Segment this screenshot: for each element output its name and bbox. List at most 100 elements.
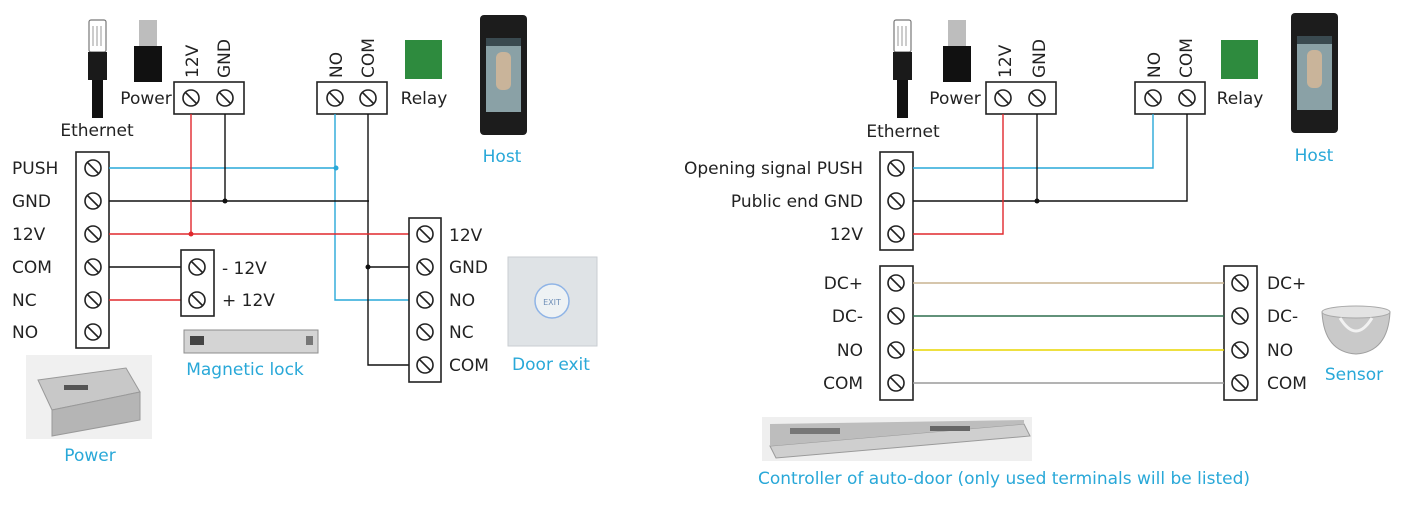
- ethernet-label: Ethernet: [866, 122, 940, 142]
- host-caption: Host: [483, 147, 522, 167]
- screw-icon: [994, 89, 1012, 107]
- right-wires: [913, 114, 1224, 384]
- terminal-label-nc: NC: [12, 291, 37, 311]
- left-wiring-diagram: Ethernet Power 12V GND NO COM Relay Host: [12, 15, 598, 466]
- screw-icon: [1144, 89, 1162, 107]
- door-exit-button-icon: EXIT: [507, 256, 598, 347]
- top-terminal-label-gnd: GND: [1030, 39, 1050, 78]
- screw-icon: [416, 258, 434, 276]
- exit-terminal-label-com: COM: [449, 356, 489, 376]
- screw-icon: [84, 225, 102, 243]
- auto-door-controller-caption: Controller of auto-door (only used termi…: [758, 469, 1250, 489]
- power-plug-icon: [943, 20, 971, 82]
- exit-terminal-label-12v: 12V: [449, 226, 483, 246]
- exit-terminal-label-no: NO: [449, 291, 475, 311]
- screw-icon: [1178, 89, 1196, 107]
- sensor-label-dc-plus: DC+: [1267, 274, 1306, 294]
- terminal-label-public-end-gnd: Public end GND: [731, 192, 863, 212]
- sensor-label-no: NO: [1267, 341, 1293, 361]
- screw-icon: [887, 192, 905, 210]
- screw-icon: [84, 159, 102, 177]
- relay-terminal-label-com: COM: [1177, 38, 1197, 78]
- relay-terminal-label-no: NO: [1145, 52, 1165, 78]
- lock-terminal-label-plus: + 12V: [222, 291, 275, 311]
- screw-icon: [887, 374, 905, 392]
- controller-label-dc-minus: DC-: [832, 307, 863, 327]
- sensor-caption: Sensor: [1325, 365, 1383, 385]
- terminal-label-no: NO: [12, 323, 38, 343]
- controller-label-com: COM: [823, 374, 863, 394]
- terminal-label-opening-signal-push: Opening signal PUSH: [684, 159, 863, 179]
- ethernet-label: Ethernet: [60, 121, 134, 141]
- exit-button-text: EXIT: [543, 298, 561, 307]
- screw-icon: [359, 89, 377, 107]
- sensor-label-dc-minus: DC-: [1267, 307, 1298, 327]
- ethernet-connector-icon: [88, 19, 107, 118]
- wire-push-blue: [913, 114, 1154, 169]
- exit-terminal-label-gnd: GND: [449, 258, 488, 278]
- top-terminal-label-gnd: GND: [215, 39, 235, 78]
- relay-label: Relay: [401, 89, 448, 109]
- host-device-icon: [1291, 13, 1338, 133]
- controller-label-dc-plus: DC+: [824, 274, 863, 294]
- terminal-label-push: PUSH: [12, 159, 58, 179]
- screw-icon: [84, 323, 102, 341]
- host-caption: Host: [1295, 146, 1334, 166]
- screw-icon: [887, 274, 905, 292]
- sensor-label-com: COM: [1267, 374, 1307, 394]
- power-plug-label: Power: [929, 89, 980, 109]
- auto-door-controller-icon: [762, 417, 1032, 461]
- screw-icon: [188, 291, 206, 309]
- screw-icon: [887, 341, 905, 359]
- screw-icon: [416, 323, 434, 341]
- door-exit-screws: [416, 225, 434, 374]
- power-supply-box-icon: [26, 355, 152, 439]
- screw-icon: [1028, 89, 1046, 107]
- wire-12v-red: [913, 114, 1004, 235]
- terminal-label-com: COM: [12, 258, 52, 278]
- host-device-icon: [480, 15, 527, 135]
- top-terminal-label-12v: 12V: [183, 44, 203, 78]
- left-wires: [109, 114, 409, 366]
- power-supply-screws: [84, 159, 102, 341]
- power-supply-terminal-block: [75, 151, 110, 349]
- magnetic-lock-caption: Magnetic lock: [186, 360, 304, 380]
- screw-icon: [84, 192, 102, 210]
- wire-gnd-black: [913, 114, 1188, 202]
- screw-icon: [1231, 274, 1249, 292]
- terminal-label-gnd: GND: [12, 192, 51, 212]
- right-wiring-diagram: Ethernet Power 12V GND NO COM Relay Host: [684, 13, 1391, 489]
- relay-icon: [1221, 40, 1258, 79]
- screw-icon: [416, 356, 434, 374]
- magnetic-lock-icon: [183, 329, 319, 354]
- screw-icon: [887, 225, 905, 243]
- wire-relay-com-black: [367, 114, 409, 366]
- screw-icon: [182, 89, 200, 107]
- screw-icon: [416, 225, 434, 243]
- screw-icon: [887, 307, 905, 325]
- power-plug-label: Power: [120, 89, 171, 109]
- screw-icon: [887, 159, 905, 177]
- screw-icon: [84, 291, 102, 309]
- controller-label-no: NO: [837, 341, 863, 361]
- screw-icon: [1231, 374, 1249, 392]
- power-plug-icon: [134, 20, 162, 82]
- relay-terminal-label-no: NO: [327, 52, 347, 78]
- terminal-label-12v: 12V: [830, 225, 864, 245]
- screw-icon: [1231, 307, 1249, 325]
- screw-icon: [416, 291, 434, 309]
- screw-icon: [188, 258, 206, 276]
- screw-icon: [216, 89, 234, 107]
- screw-icon: [326, 89, 344, 107]
- door-exit-caption: Door exit: [512, 355, 590, 375]
- terminal-label-12v: 12V: [12, 225, 46, 245]
- screw-icon: [1231, 341, 1249, 359]
- sensor-icon: [1321, 305, 1391, 355]
- screw-icon: [84, 258, 102, 276]
- power-supply-caption: Power: [64, 446, 115, 466]
- relay-terminal-label-com: COM: [359, 38, 379, 78]
- relay-icon: [405, 40, 442, 79]
- exit-terminal-label-nc: NC: [449, 323, 474, 343]
- top-terminal-label-12v: 12V: [996, 44, 1016, 78]
